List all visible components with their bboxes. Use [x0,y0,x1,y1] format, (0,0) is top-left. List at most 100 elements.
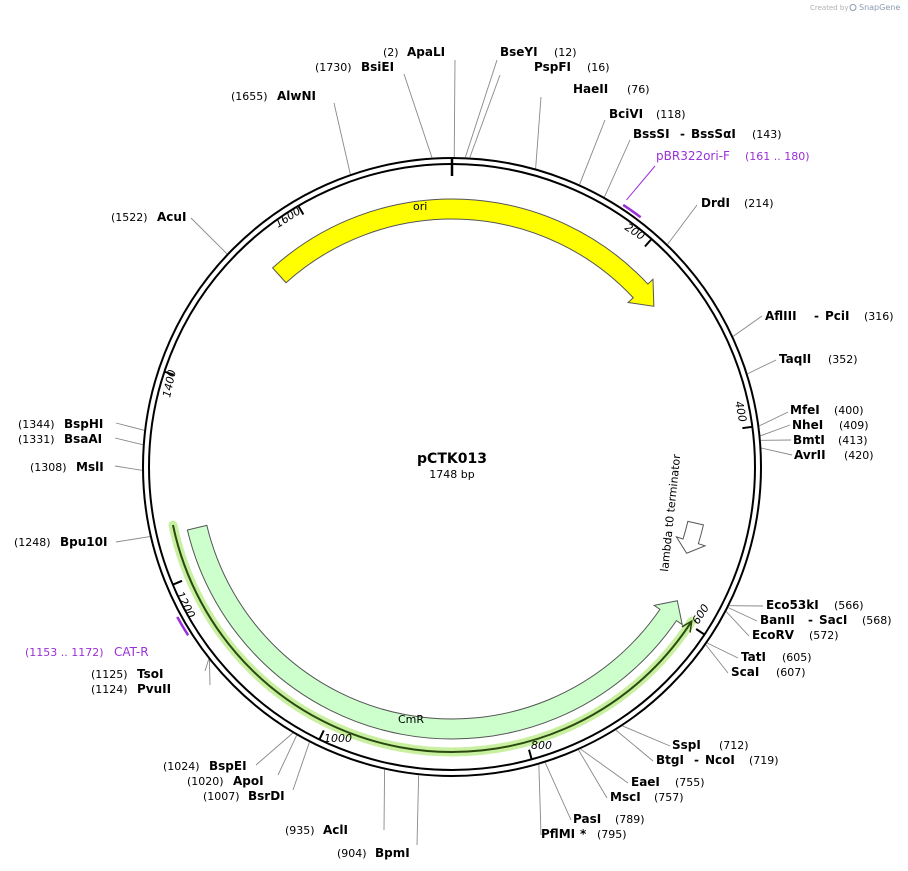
site-label-bsrdi[interactable]: (1007)BsrDI [203,789,285,803]
leader-755 [580,748,629,784]
site-label-msci[interactable]: MscI(757) [610,790,684,804]
leader-719 [615,729,654,762]
ruler-ticks [164,157,753,760]
ruler-tick-600 [695,628,706,636]
snapgene-logo-icon [849,4,857,11]
site-label-bcivi[interactable]: BciVI(118) [609,107,686,121]
site-label-bsphi[interactable]: (1344)BspHI [18,417,103,431]
site-label-scai[interactable]: ScaI(607) [731,665,806,679]
svg-text:AcuI: AcuI [157,210,186,224]
site-label-bsaai[interactable]: (1331)BsaAI [18,432,102,446]
leader-568 [728,607,758,622]
site-label-bpu10i[interactable]: (1248)Bpu10I [14,535,107,549]
svg-text:AlwNI: AlwNI [277,89,316,103]
site-label-sspi[interactable]: SspI (712) [672,738,749,752]
svg-text:BseYI: BseYI [500,45,538,59]
site-label-apali[interactable]: (2)ApaLI [383,45,445,59]
leader-214 [667,204,698,245]
svg-text:(712): (712) [719,739,749,752]
cmr-cds-arrowhead [681,619,693,633]
feature-arrows [168,198,707,757]
site-label-nhei[interactable]: NheI (409) [792,418,869,432]
svg-text:BtgI: BtgI [656,753,684,767]
svg-text:-: - [680,127,685,141]
site-label-eco53ki[interactable]: Eco53kI(566) [766,598,864,612]
svg-text:(12): (12) [554,46,577,59]
site-label-alwni[interactable]: (1655) AlwNI [231,89,316,103]
svg-text:*: * [580,827,587,841]
leader-1024 [255,732,294,766]
site-label-bsssi[interactable]: BssSI-BssSαI(143) [633,127,782,141]
svg-text:NheI: NheI [792,418,823,432]
site-label-mfei[interactable]: MfeI(400) [790,403,864,417]
snapgene-credit: Created by SnapGene [810,3,900,12]
leader-316 [732,315,763,337]
svg-text:MslI: MslI [76,460,104,474]
ruler-tick-1000 [318,730,325,740]
svg-text:(16): (16) [587,61,610,74]
svg-text:(572): (572) [809,629,839,642]
site-label-pflmi[interactable]: PflMI*(795) [541,827,627,841]
tick-label-400: 400 [732,400,749,423]
svg-text:SspI: SspI [672,738,701,752]
ruler-tick-400 [742,425,753,430]
svg-text:(1655): (1655) [231,90,268,103]
primer-leader-0 [626,165,656,201]
site-label-haeii[interactable]: HaeII(76) [573,82,650,96]
site-label-acui[interactable]: (1522)AcuI [111,210,186,224]
site-label-bsiei[interactable]: (1730)BsiEI [315,60,394,74]
svg-text:(413): (413) [838,434,868,447]
svg-text:AflIII: AflIII [765,309,797,323]
leader-935 [383,769,386,831]
site-label-bseyi[interactable]: BseYI (12) [500,45,577,59]
site-label-taqii[interactable]: TaqII(352) [779,352,858,366]
site-label-bpmi[interactable]: (904)BpmI [337,846,410,860]
svg-text:ApoI: ApoI [233,774,264,788]
svg-text:ApaLI: ApaLI [407,45,445,59]
leader-757 [578,749,608,799]
tick-label-800: 800 [531,739,552,752]
site-label-btgi[interactable]: BtgI-NcoI(719) [656,753,779,767]
leader-1344 [115,422,145,431]
ruler-tick-200 [644,238,653,248]
feature-label-cmr: CmR [398,713,424,726]
site-label-msli[interactable]: (1308) MslI [30,460,104,474]
site-label-apoi[interactable]: (1020)ApoI [187,774,264,788]
svg-text:AclI: AclI [323,823,348,837]
svg-text:(904): (904) [337,847,367,860]
site-label-pspfi[interactable]: PspFI(16) [534,60,610,74]
site-label-afliii[interactable]: AflIII -PciI (316) [765,309,894,323]
lambda-t0-terminator-arrow [675,520,707,554]
site-label-bmti[interactable]: BmtI(413) [793,433,868,447]
primer-range-cat-r: (1153 .. 1172) [25,646,104,659]
site-label-pvuii[interactable]: (1124)PvuII [91,682,171,696]
site-label-acli[interactable]: (935)AclI [285,823,348,837]
site-label-eaei[interactable]: EaeI(755) [631,775,705,789]
site-label-tsoi[interactable]: (1125)TsoI [91,667,163,681]
site-label-tati[interactable]: TatI(605) [741,650,812,664]
leader-400 [759,411,789,427]
site-label-pasi[interactable]: PasI(789) [573,812,645,826]
primer-mark-1 [176,616,190,637]
primer-range-pbr322ori-f: (161 .. 180) [745,150,810,163]
svg-text:NcoI: NcoI [705,753,735,767]
site-label-avrii[interactable]: AvrII(420) [794,448,874,462]
site-label-drdi[interactable]: DrdI(214) [701,196,774,210]
svg-text:MfeI: MfeI [790,403,820,417]
svg-text:(409): (409) [839,419,869,432]
svg-text:(1308): (1308) [30,461,67,474]
svg-text:PasI: PasI [573,812,601,826]
leader-118 [579,119,606,185]
backbone-inner-ring [148,163,756,771]
svg-text:PciI: PciI [825,309,850,323]
svg-text:(1730): (1730) [315,61,352,74]
site-label-bspei[interactable]: (1024)BspEI [163,759,247,773]
site-label-banii[interactable]: BanII-SacI(568) [760,613,892,627]
leader-1007 [292,742,310,791]
site-label-ecorv[interactable]: EcoRV(572) [752,628,839,642]
svg-text:(316): (316) [864,310,894,323]
tick-label-1600: 1600 [273,204,304,230]
svg-text:-: - [814,309,819,323]
leader-1020 [277,735,298,776]
svg-text:(719): (719) [749,754,779,767]
